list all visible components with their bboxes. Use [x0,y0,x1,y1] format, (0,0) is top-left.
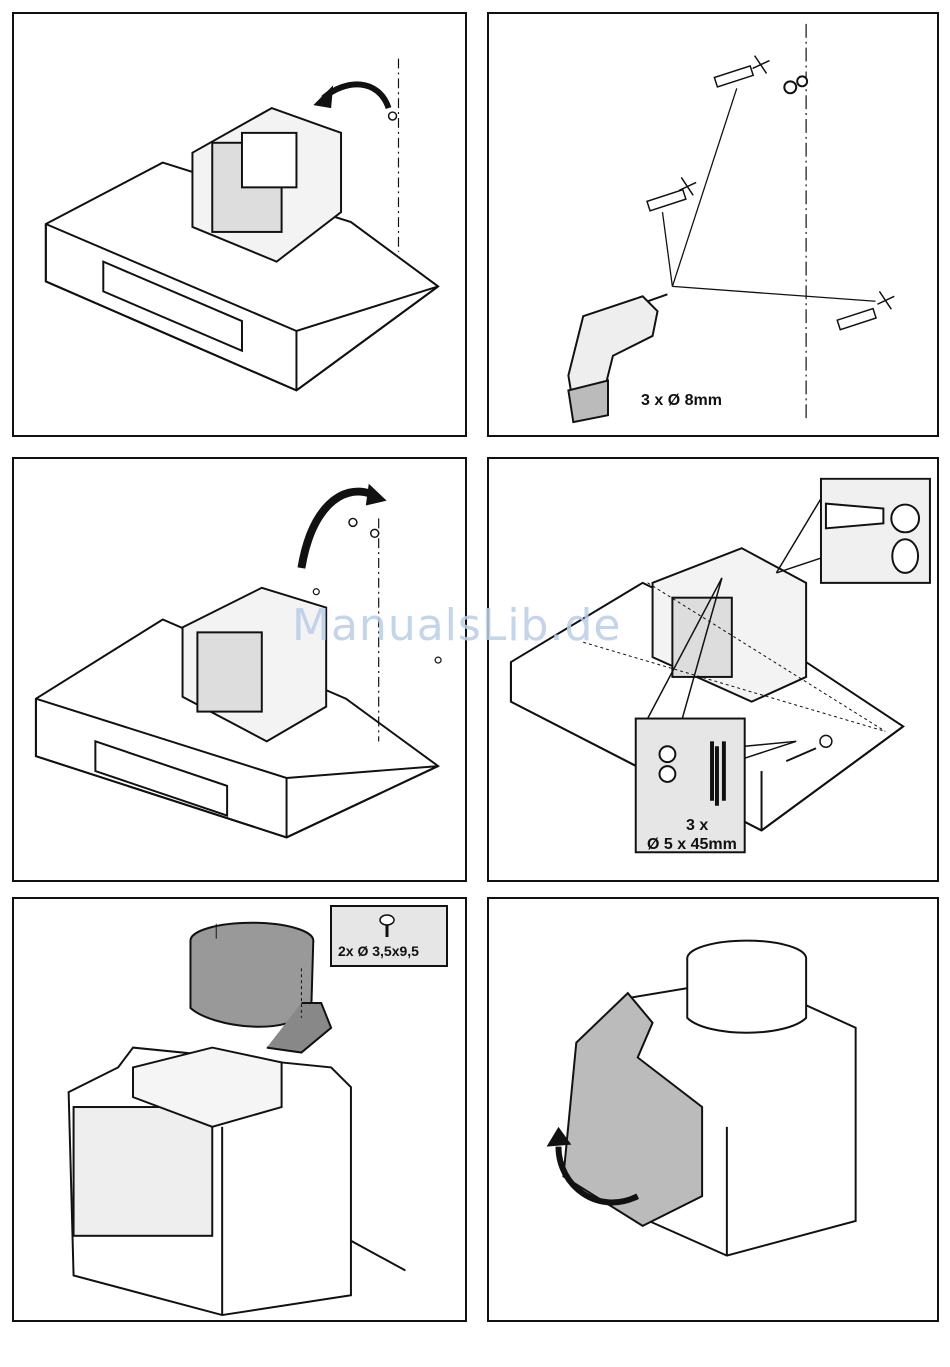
hood-illustration-1 [14,14,465,435]
screw-icon [332,907,450,969]
hood-illustration-3 [14,459,465,880]
panel-6-close-cover [487,897,939,1322]
screw-count-label: 3 x [686,817,708,835]
drilling-illustration [489,14,937,435]
panel-2-drill-holes: 3 x Ø 8mm [487,12,939,437]
screw-size-label-small: 2x Ø 3,5x9,5 [338,943,419,959]
screw-size-label: Ø 5 x 45mm [647,836,737,854]
panel-4-secure-hood: 3 x Ø 5 x 45mm [487,457,939,882]
screw-info-box: 2x Ø 3,5x9,5 [330,905,448,967]
cover-illustration [489,899,937,1320]
panel-3-hang-hood [12,457,467,882]
panel-5-fit-duct-adapter: 2x Ø 3,5x9,5 [12,897,467,1322]
drill-size-label: 3 x Ø 8mm [641,392,722,410]
hood-illustration-4 [489,459,937,880]
panel-1-hood-overview [12,12,467,437]
